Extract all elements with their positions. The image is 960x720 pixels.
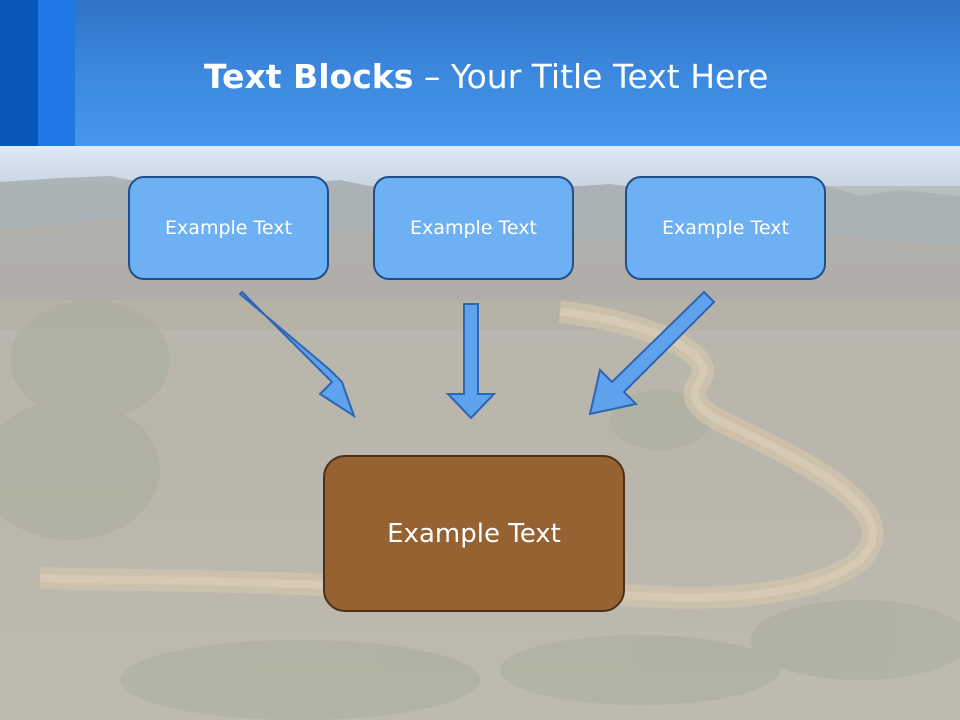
banner-accent-stripe	[38, 0, 75, 146]
title-rest-text: Your Title Text Here	[450, 57, 769, 96]
slide-title[interactable]: Text Blocks – Your Title Text Here	[204, 52, 768, 102]
arrow-center-down	[445, 303, 497, 420]
title-bold-text: Text Blocks	[204, 57, 414, 96]
text-block-1[interactable]: Example Text	[128, 176, 329, 280]
text-block-main[interactable]: Example Text	[323, 455, 625, 612]
arrow-left-down-right	[238, 290, 356, 419]
text-block-3[interactable]: Example Text	[625, 176, 826, 280]
title-dash: –	[413, 57, 451, 96]
text-block-2[interactable]: Example Text	[373, 176, 574, 280]
banner-accent-stripe	[0, 0, 38, 146]
arrow-right-down-left	[588, 290, 716, 416]
title-banner	[0, 0, 960, 146]
